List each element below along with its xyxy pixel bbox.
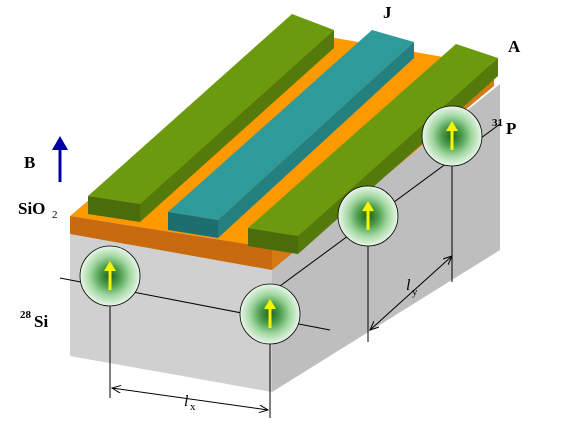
donor-label: 31 P	[492, 117, 516, 138]
gate-a-left	[88, 14, 334, 222]
svg-text:28: 28	[20, 309, 32, 321]
donor-atom	[421, 105, 483, 167]
svg-text:y: y	[412, 286, 418, 298]
svg-text:P: P	[506, 119, 516, 138]
gate-a-left-top	[88, 14, 334, 204]
spin-up-arrow-icon	[264, 299, 276, 328]
spin-up-arrow-icon	[446, 121, 458, 150]
donor-atom	[337, 185, 399, 247]
svg-text:31: 31	[492, 117, 503, 129]
svg-text:Si: Si	[34, 312, 48, 331]
gate-a-right-top	[248, 44, 498, 236]
spin-up-arrow-icon	[362, 201, 374, 230]
donor-atom	[79, 245, 141, 307]
field-label: B	[24, 153, 35, 172]
lx-dimension-arrow	[112, 388, 268, 410]
gate-j-top	[168, 30, 414, 220]
svg-text:l: l	[184, 393, 189, 410]
gate-j-side	[218, 42, 414, 238]
svg-text:x: x	[190, 401, 196, 413]
gate-j-front	[168, 212, 218, 238]
donor-atom	[239, 283, 301, 345]
lx-label: l x	[184, 393, 196, 413]
oxide-label: SiO 2	[18, 199, 58, 221]
ly-label: l y	[406, 277, 418, 298]
svg-text:SiO: SiO	[18, 199, 45, 218]
gate-j	[168, 30, 414, 238]
oxide-front-face	[70, 216, 272, 270]
gate-j-label: J	[383, 3, 392, 22]
gate-a-left-front	[88, 196, 140, 222]
ly-dimension-arrow	[370, 256, 452, 330]
gate-a-left-side	[140, 30, 334, 222]
svg-text:2: 2	[52, 209, 58, 221]
magnetic-field-arrow-icon	[52, 136, 68, 182]
gate-a-label: A	[508, 37, 521, 56]
host-label: 28 Si	[20, 309, 48, 331]
svg-text:l: l	[406, 277, 411, 294]
gate-a-right-front	[248, 228, 298, 254]
spin-up-arrow-icon	[104, 261, 116, 290]
